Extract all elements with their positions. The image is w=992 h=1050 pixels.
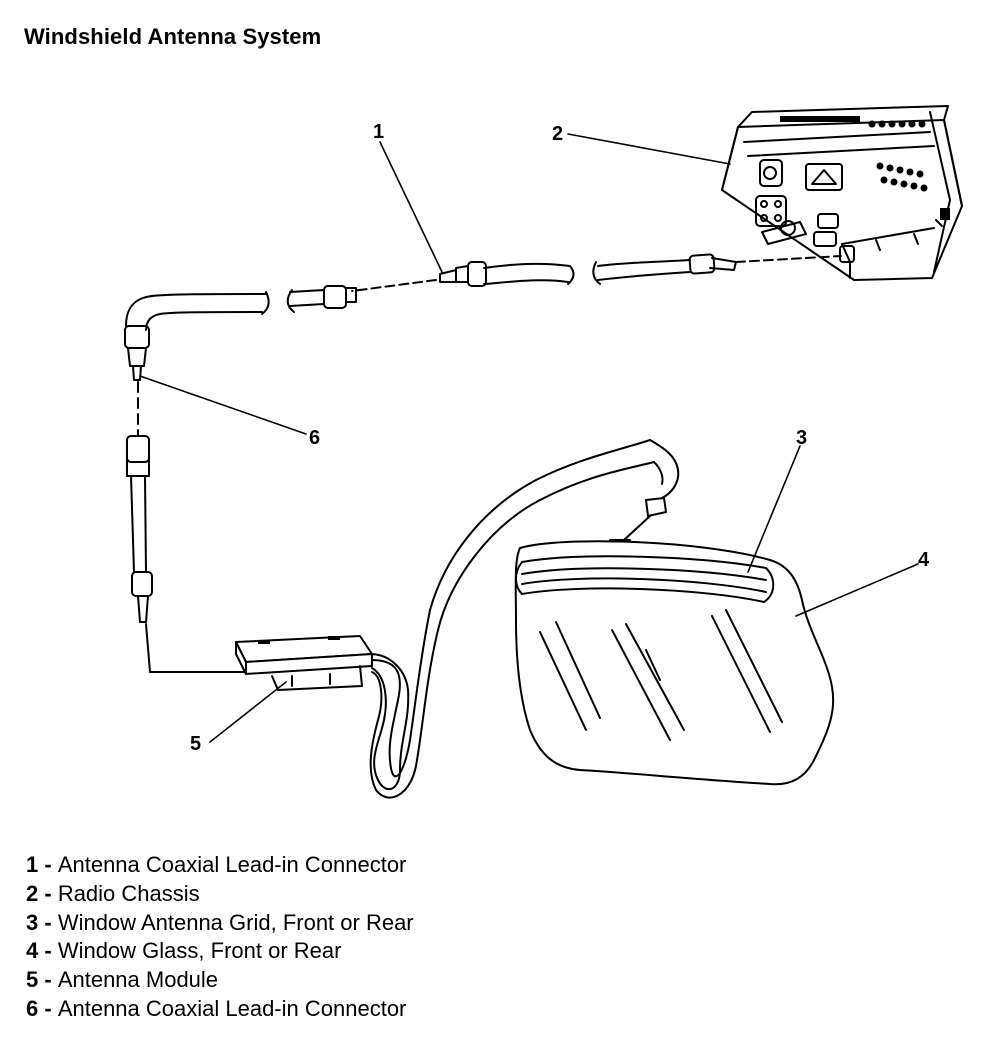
radio-chassis [721, 105, 963, 281]
legend-item: 5 - Antenna Module [26, 966, 414, 995]
legend-item: 6 - Antenna Coaxial Lead-in Connector [26, 995, 414, 1024]
callout-6: 6 [309, 427, 320, 449]
diagram-title: Windshield Antenna System [24, 24, 322, 49]
legend-separator: - [38, 967, 58, 993]
legend-number: 1 [26, 852, 39, 877]
legend-number: 2 [26, 880, 39, 906]
legend-separator: - [38, 880, 58, 906]
window-glass [514, 540, 835, 786]
window-antenna-grid [515, 555, 775, 603]
legend-text: Antenna Coaxial Lead-in Connector [57, 995, 407, 1021]
coax-cable-vertical [126, 381, 245, 673]
legend-text: Antenna Module [57, 967, 219, 993]
callout-3: 3 [796, 427, 807, 449]
legend-text: Window Glass, Front or Rear [57, 938, 342, 964]
callout-2: 2 [552, 123, 563, 145]
legend-separator: - [38, 909, 58, 935]
antenna-system-diagram: 1 2 3 4 5 6 [124, 105, 963, 799]
legend-text: Antenna Coaxial Lead-in Connector [57, 852, 407, 877]
antenna-module [235, 635, 373, 691]
legend-item: 4 - Window Glass, Front or Rear [26, 937, 414, 966]
callout-5: 5 [190, 733, 201, 755]
coax-cable-upper [124, 253, 842, 381]
callout-1: 1 [373, 121, 384, 143]
callout-4: 4 [918, 549, 930, 571]
leader-lines [139, 133, 919, 743]
legend-number: 5 [26, 967, 39, 993]
legend-item: 2 - Radio Chassis [26, 880, 414, 909]
legend-item: 3 - Window Antenna Grid, Front or Rear [26, 909, 414, 938]
legend-text: Radio Chassis [57, 880, 200, 906]
legend-list: 1 - Antenna Coaxial Lead-in Connector 2 … [26, 851, 414, 1024]
legend-number: 6 [26, 995, 39, 1021]
legend-text: Window Antenna Grid, Front or Rear [57, 909, 414, 935]
legend-item: 1 - Antenna Coaxial Lead-in Connector [26, 851, 414, 880]
legend-number: 4 [26, 938, 39, 964]
legend-separator: - [38, 938, 58, 964]
legend-number: 3 [26, 909, 39, 935]
legend-separator: - [38, 995, 58, 1021]
legend-separator: - [38, 852, 58, 877]
